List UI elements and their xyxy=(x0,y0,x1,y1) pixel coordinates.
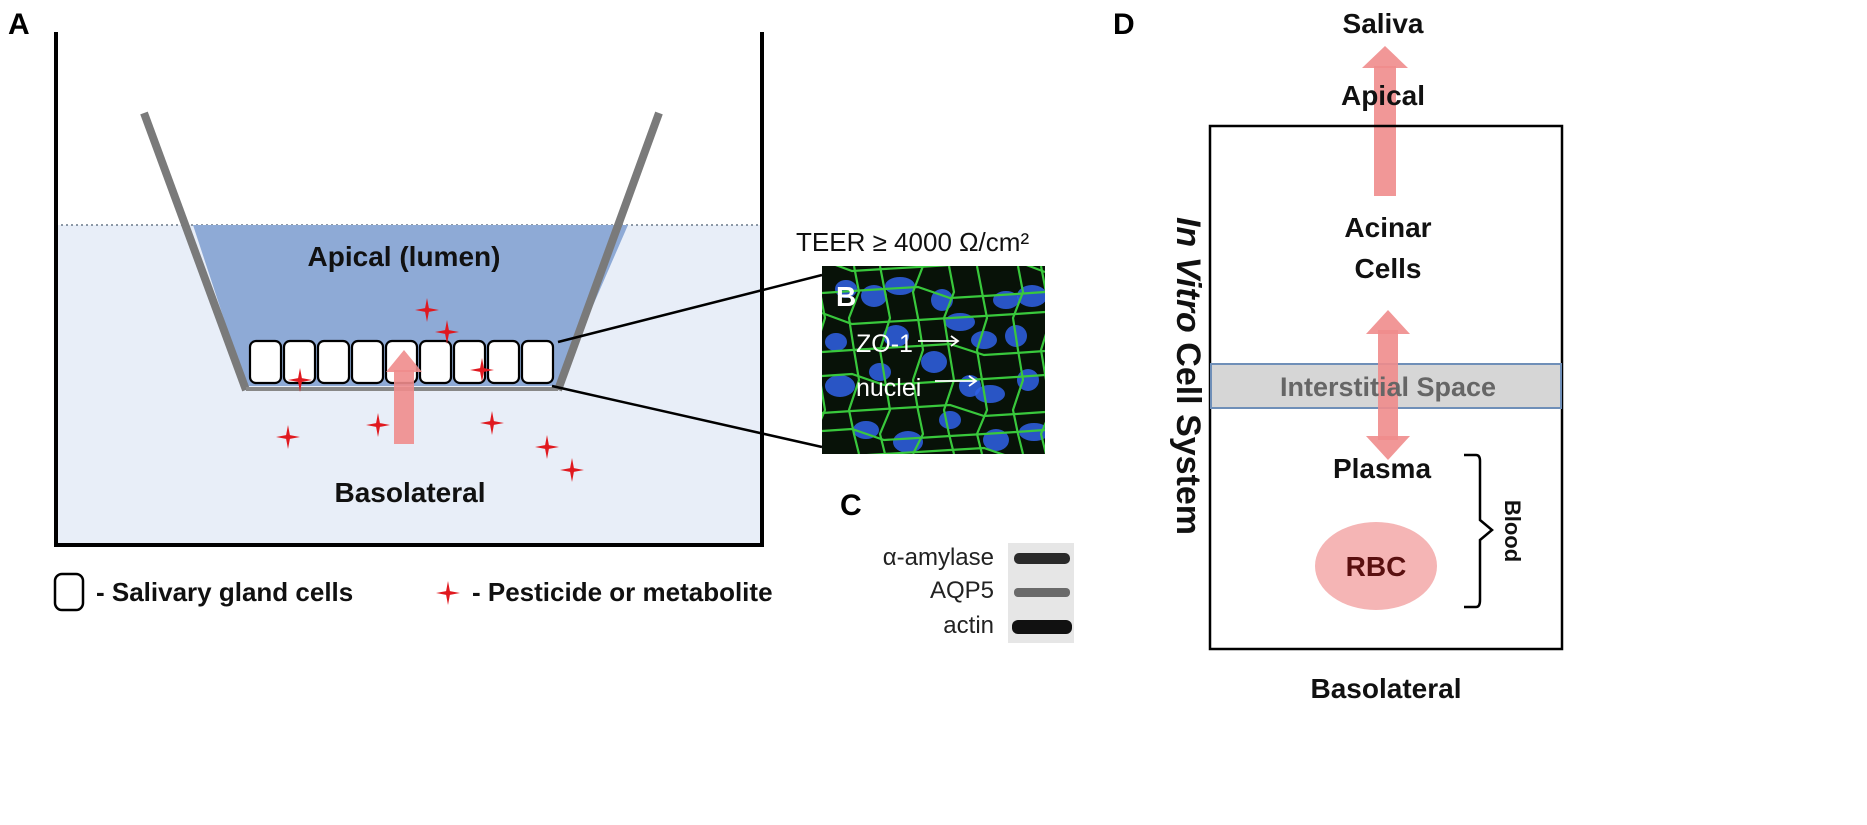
rbc-ellipse xyxy=(1315,522,1437,610)
salivary-cell xyxy=(520,339,555,385)
pesticide-star xyxy=(366,413,390,437)
salivary-cell xyxy=(316,339,351,385)
salivary-cell-layer xyxy=(248,339,555,385)
legend-cell-icon xyxy=(53,572,85,612)
blood-bracket xyxy=(1464,453,1494,609)
apical-lumen-label: Apical (lumen) xyxy=(308,241,501,272)
zo1-label: ZO-1 xyxy=(856,330,913,358)
pesticide-star xyxy=(470,358,494,382)
zoom-line-bottom xyxy=(551,384,823,449)
insert-wall-left xyxy=(140,111,250,392)
saliva-label: Saliva xyxy=(1343,8,1424,39)
plasma-label: Plasma xyxy=(1333,453,1431,484)
insert-wall-right xyxy=(554,111,663,392)
in-vitro-italic: In Vitro xyxy=(1169,217,1207,333)
blood-label: Blood xyxy=(1500,500,1525,562)
band-actin xyxy=(1012,620,1072,634)
in-vitro-cell-system-label: In Vitro Cell System xyxy=(1169,217,1207,535)
panel-label-a: A xyxy=(8,8,30,41)
panel-label-b: B xyxy=(836,281,856,312)
exchange-arrow xyxy=(1366,310,1410,460)
pesticide-star xyxy=(288,368,312,392)
salivary-cell xyxy=(486,339,521,385)
band-label-actin: actin xyxy=(943,612,994,639)
pesticide-molecules xyxy=(276,298,584,482)
basolateral-label-a: Basolateral xyxy=(335,477,486,508)
zoom-line-top xyxy=(557,273,823,344)
legend-star-icon xyxy=(436,581,460,605)
legend-pesticide-label: - Pesticide or metabolite xyxy=(472,577,773,607)
salivary-cell xyxy=(350,339,385,385)
apical-label-d: Apical xyxy=(1341,80,1425,111)
pesticide-star xyxy=(560,458,584,482)
band-aqp5 xyxy=(1014,588,1070,597)
cell-system-text: Cell System xyxy=(1169,333,1207,535)
teer-label: TEER ≥ 4000 Ω/cm² xyxy=(796,227,1029,257)
salivary-cell xyxy=(418,339,453,385)
pesticide-star xyxy=(415,298,439,322)
acinar-label-line2: Cells xyxy=(1355,253,1422,284)
rbc-label: RBC xyxy=(1346,551,1407,582)
nuclei-label: nuclei xyxy=(856,374,921,402)
salivary-cell xyxy=(452,339,487,385)
pesticide-star xyxy=(276,425,300,449)
panel-label-c: C xyxy=(840,489,862,522)
interstitial-space-label: Interstitial Space xyxy=(1280,372,1496,402)
pesticide-star xyxy=(480,411,504,435)
basolateral-label-d: Basolateral xyxy=(1311,673,1462,704)
acinar-label-line1: Acinar xyxy=(1344,212,1431,243)
band-amylase xyxy=(1014,553,1070,564)
salivary-cell xyxy=(248,339,283,385)
culture-well xyxy=(54,32,764,547)
legend-cells-label: - Salivary gland cells xyxy=(96,577,353,607)
nuclei-arrow xyxy=(935,375,978,387)
secretion-arrow xyxy=(1362,46,1408,196)
zo1-arrow xyxy=(918,335,960,347)
zo1-micrograph xyxy=(822,266,1045,454)
panel-label-d: D xyxy=(1113,8,1135,41)
band-label-aqp5: AQP5 xyxy=(930,577,994,604)
transport-arrow-a xyxy=(386,350,422,444)
pesticide-star xyxy=(535,435,559,459)
pesticide-star xyxy=(435,320,459,344)
band-label-amylase: α-amylase xyxy=(883,544,994,571)
